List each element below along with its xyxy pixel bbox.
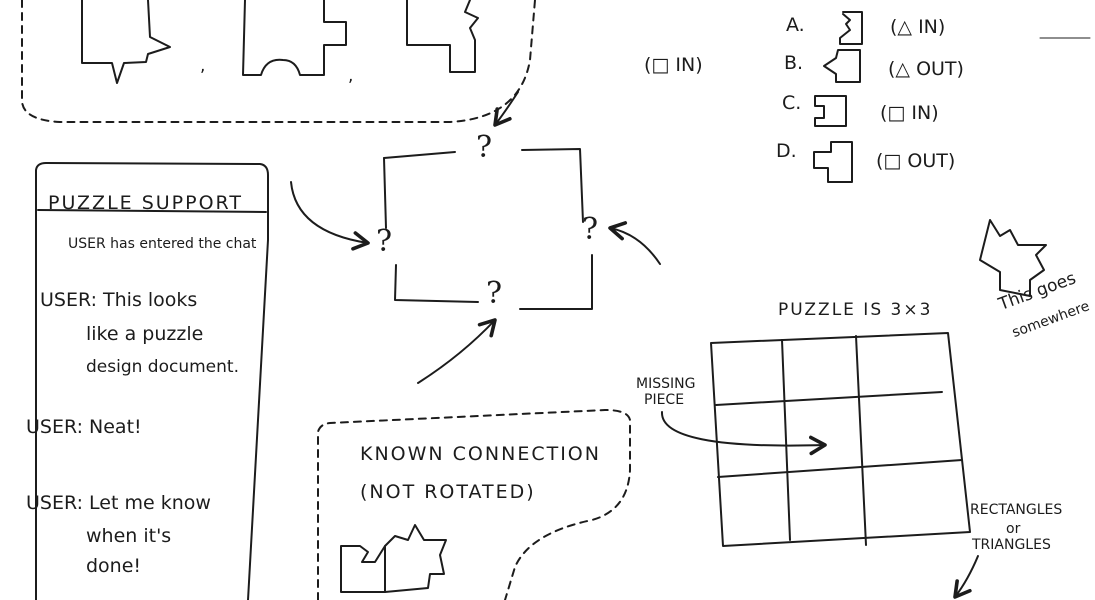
chat-message-1-line1: USER: This looks	[40, 289, 198, 311]
arrow-from-bottom	[417, 318, 497, 384]
question-mark-bottom: ?	[486, 276, 503, 311]
option-c-text: (□ IN)	[880, 102, 939, 124]
sample-piece-1	[81, 0, 171, 84]
chat-title-divider	[37, 209, 267, 213]
option-d-text: (□ OUT)	[876, 150, 956, 172]
option-b-piece	[823, 49, 861, 83]
grid-title: PUZZLE IS 3×3	[778, 300, 933, 320]
chat-message-1-line3: design document.	[86, 357, 239, 377]
center-piece-bottom-left	[394, 264, 479, 303]
shapes-note-line1: RECTANGLES	[970, 502, 1063, 518]
chat-message-3-line3: done!	[86, 555, 142, 577]
missing-piece-label-line2: PIECE	[644, 392, 685, 408]
arrow-from-left	[290, 181, 370, 251]
puzzle-grid	[710, 332, 971, 547]
side-note-piece	[979, 219, 1047, 297]
option-a-letter: A.	[786, 14, 805, 36]
option-b-text: (△ OUT)	[888, 58, 964, 80]
known-connection-frame	[317, 409, 631, 600]
arrow-from-top	[493, 91, 519, 127]
arrow-from-right	[608, 221, 661, 265]
question-mark-right: ?	[582, 212, 599, 247]
option-d-letter: D.	[776, 140, 797, 162]
option-c-letter: C.	[782, 92, 802, 114]
chat-panel-frame	[35, 162, 269, 600]
option-a-piece	[839, 11, 863, 45]
chat-title: PUZZLE SUPPORT	[48, 192, 243, 214]
sample-piece-3	[406, 0, 479, 73]
center-piece-bottom-right	[519, 254, 593, 310]
shapes-note-arrow	[953, 555, 979, 599]
shapes-note-line3: TRIANGLES	[972, 537, 1051, 553]
question-mark-left: ?	[376, 224, 393, 259]
separator-comma-1: ,	[200, 56, 206, 76]
center-piece-top-left-edge	[383, 151, 456, 159]
known-connection-right-piece	[384, 524, 447, 593]
option-c-piece	[814, 95, 847, 127]
option-b-letter: B.	[784, 52, 804, 74]
chat-message-2-line1: USER: Neat!	[26, 416, 142, 438]
pieces-dashed-frame	[21, 0, 536, 123]
known-connection-title: KNOWN CONNECTION	[360, 443, 601, 465]
center-piece-left-edge	[383, 157, 387, 229]
chat-message-3-line2: when it's	[86, 525, 172, 547]
missing-piece-label-line1: MISSING	[636, 376, 696, 392]
sample-piece-2	[242, 0, 347, 76]
chat-message-1-line2: like a puzzle	[86, 323, 204, 345]
known-connection-left-piece	[340, 545, 386, 593]
hint-label: (□ IN)	[644, 54, 703, 76]
question-mark-top: ?	[476, 130, 493, 165]
option-a-text: (△ IN)	[890, 16, 946, 38]
missing-piece-arrow	[660, 411, 827, 456]
chat-message-3-line1: USER: Let me know	[26, 492, 211, 514]
separator-comma-2: ,	[348, 66, 354, 86]
center-piece-top-right-edge	[521, 148, 584, 223]
option-d-piece	[813, 141, 853, 183]
shapes-note-line2: or	[1006, 521, 1021, 537]
chat-system-message: USER has entered the chat	[68, 236, 257, 252]
known-connection-subtitle: (NOT ROTATED)	[360, 481, 536, 503]
